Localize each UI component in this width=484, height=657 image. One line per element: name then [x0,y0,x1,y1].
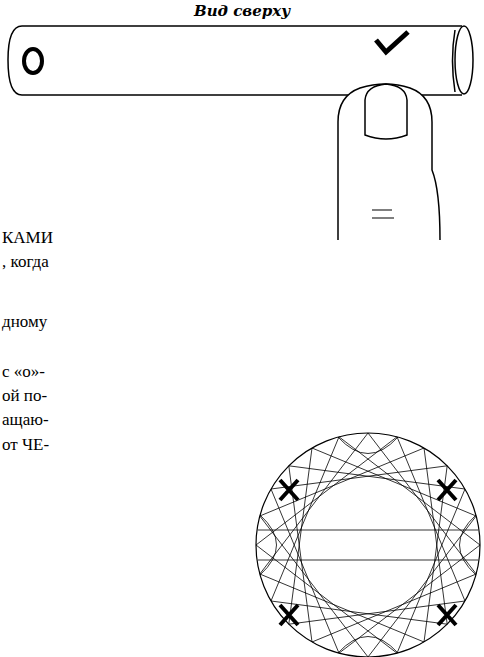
chord-line [312,448,476,516]
chord-line [260,516,368,657]
text-fragment: с «о»- [2,362,45,382]
chord-line [289,601,465,624]
chord-line [260,433,368,574]
chord-line [260,448,424,516]
chord-line [271,437,339,601]
check-mark [376,32,408,52]
chord-line [338,437,398,454]
chord-line [289,466,465,489]
cross-marks [280,480,456,625]
chord-line [256,437,397,545]
chord-line [260,574,424,642]
chord-line [397,437,465,601]
text-fragment: дному [2,312,47,332]
text-fragment: ащаю- [2,410,49,430]
chord-line [312,574,476,642]
finger [338,84,440,240]
chord-line [339,545,480,653]
chord-line [368,433,476,574]
star-figure [256,433,480,657]
text-fragment: КАМИ [2,228,53,248]
chord-line [260,515,277,575]
chord-line [258,560,478,561]
chord-line [258,530,478,531]
text-fragment: ой по- [2,386,47,406]
chord-line [256,545,397,653]
text-fragment: от ЧЕ- [2,435,49,455]
chord-line [271,466,447,489]
chord-line [460,515,477,575]
tube [8,26,473,95]
view-title: Вид сверху [194,2,290,20]
chord-line [338,637,398,654]
chord-line [397,489,465,653]
chord-line [424,448,447,624]
chord-line [289,448,312,624]
chord-line [271,489,339,653]
chord-line [339,437,480,545]
nought-mark [24,49,42,73]
text-fragment: , когда [2,252,49,272]
chord-line [271,601,447,624]
chord-line [368,516,476,657]
